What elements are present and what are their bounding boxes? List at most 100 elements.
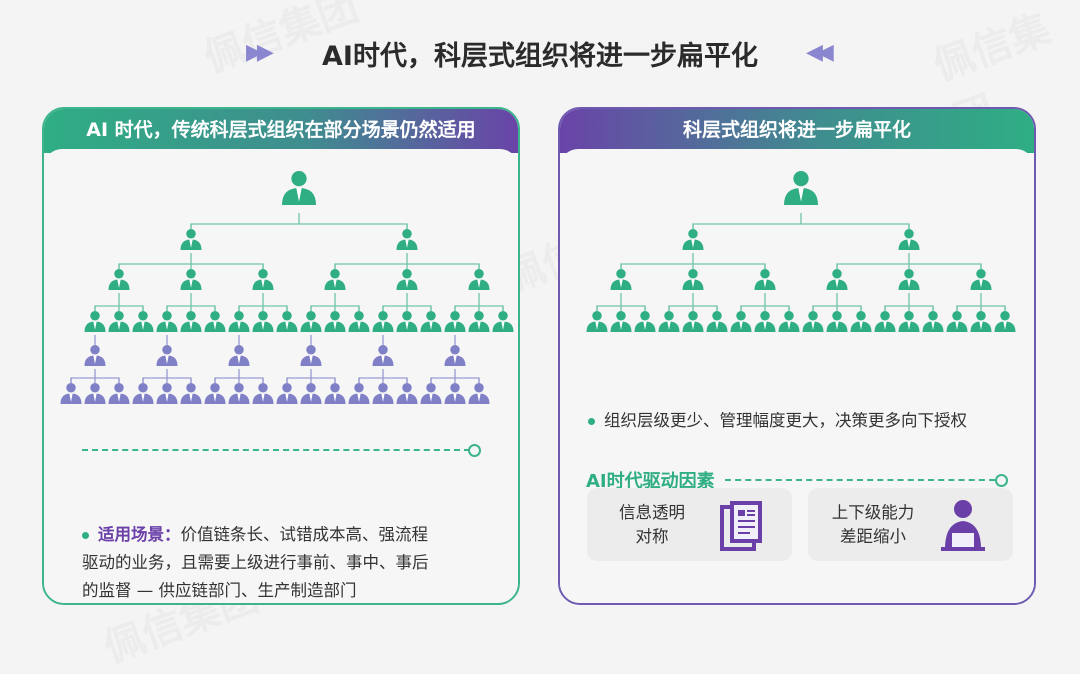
person-icon xyxy=(156,383,178,404)
person-icon xyxy=(180,311,202,332)
person-laptop-icon xyxy=(941,500,985,551)
person-icon xyxy=(276,383,298,404)
person-icon xyxy=(784,171,818,205)
person-icon xyxy=(420,383,442,404)
person-icon xyxy=(922,311,944,332)
flat-bullet: 组织层级更少、管理幅度更大，决策更多向下授权 xyxy=(588,407,967,431)
person-icon xyxy=(468,269,490,290)
person-icon xyxy=(300,383,322,404)
hierarchy-tree xyxy=(586,171,1016,332)
person-icon xyxy=(108,311,130,332)
person-icon xyxy=(396,311,418,332)
connector-line xyxy=(190,223,408,229)
person-icon xyxy=(850,311,872,332)
person-icon xyxy=(492,311,514,332)
person-icon xyxy=(84,311,106,332)
person-icon xyxy=(180,269,202,290)
factor-label: 信息透明 xyxy=(619,503,685,522)
factor-label: 上下级能力 xyxy=(831,503,915,522)
bullet-icon xyxy=(588,418,595,425)
person-icon xyxy=(204,383,226,404)
person-icon xyxy=(970,269,992,290)
person-icon xyxy=(874,311,896,332)
drivers-title: AI时代驱动因素 xyxy=(586,471,715,492)
bullet-icon xyxy=(82,532,89,539)
person-icon xyxy=(826,311,848,332)
scenario-keyword: 适用场景： xyxy=(98,525,181,544)
person-icon xyxy=(228,345,250,366)
factor-card: 信息透明对称 xyxy=(587,488,792,561)
card-header: AI 时代，传统科层式组织在部分场景仍然适用 xyxy=(44,109,518,153)
desc-line: 的监督 — 供应链部门、生产制造部门 xyxy=(82,581,357,600)
person-icon xyxy=(396,229,418,250)
person-icon xyxy=(300,345,322,366)
person-icon xyxy=(826,269,848,290)
person-icon xyxy=(132,311,154,332)
divider xyxy=(724,479,995,481)
desc-line: 价值链条长、试错成本高、强流程 xyxy=(180,525,429,544)
hierarchy-tree xyxy=(60,171,514,404)
person-icon xyxy=(682,269,704,290)
person-icon xyxy=(108,269,130,290)
person-icon xyxy=(420,311,442,332)
person-icon xyxy=(898,269,920,290)
person-icon xyxy=(778,311,800,332)
person-icon xyxy=(994,311,1016,332)
person-icon xyxy=(324,383,346,404)
person-icon xyxy=(372,383,394,404)
person-icon xyxy=(324,269,346,290)
person-icon xyxy=(444,311,466,332)
person-icon xyxy=(468,383,490,404)
flat-org-card: 科层式组织将进一步扁平化 组织层级更少、管理幅度更大，决策更多向下授权 AI时代… xyxy=(558,107,1036,605)
person-icon xyxy=(754,269,776,290)
person-icon xyxy=(444,383,466,404)
factor-label: 差距缩小 xyxy=(840,527,906,546)
person-icon xyxy=(348,311,370,332)
person-icon xyxy=(276,311,298,332)
person-icon xyxy=(682,229,704,250)
document-icon xyxy=(720,501,762,551)
bullet-text: 组织层级更少、管理幅度更大，决策更多向下授权 xyxy=(604,411,967,430)
drivers-header-row: AI时代驱动因素 xyxy=(586,467,1008,493)
person-icon xyxy=(396,383,418,404)
person-icon xyxy=(610,311,632,332)
person-icon xyxy=(468,311,490,332)
person-icon xyxy=(802,311,824,332)
person-icon xyxy=(84,345,106,366)
connector-line xyxy=(692,223,910,229)
page-title: AI时代，科层式组织将进一步扁平化 xyxy=(322,41,758,72)
divider xyxy=(82,449,470,451)
factor-label: 对称 xyxy=(635,527,669,546)
person-icon xyxy=(730,311,752,332)
factor-card: 上下级能力差距缩小 xyxy=(808,488,1013,561)
person-icon xyxy=(204,311,226,332)
person-icon xyxy=(132,383,154,404)
scenario-description: 适用场景：价值链条长、试错成本高、强流程 驱动的业务，且需要上级进行事前、事中、… xyxy=(82,521,492,603)
person-icon xyxy=(60,383,82,404)
divider-end-dot xyxy=(468,444,481,457)
person-icon xyxy=(228,311,250,332)
person-icon xyxy=(610,269,632,290)
person-icon xyxy=(324,311,346,332)
person-icon xyxy=(156,345,178,366)
person-icon xyxy=(348,383,370,404)
person-icon xyxy=(372,345,394,366)
person-icon xyxy=(180,383,202,404)
person-icon xyxy=(634,311,656,332)
person-icon xyxy=(180,229,202,250)
card-header: 科层式组织将进一步扁平化 xyxy=(560,109,1034,153)
person-icon xyxy=(282,171,316,205)
person-icon xyxy=(396,269,418,290)
person-icon xyxy=(252,383,274,404)
person-icon xyxy=(300,311,322,332)
person-icon xyxy=(108,383,130,404)
person-icon xyxy=(898,311,920,332)
person-icon xyxy=(682,311,704,332)
desc-line: 驱动的业务，且需要上级进行事前、事中、事后 xyxy=(82,553,429,572)
person-icon xyxy=(84,383,106,404)
divider-end-dot xyxy=(995,473,1008,487)
person-icon xyxy=(444,345,466,366)
person-icon xyxy=(228,383,250,404)
person-icon xyxy=(586,311,608,332)
person-icon xyxy=(754,311,776,332)
